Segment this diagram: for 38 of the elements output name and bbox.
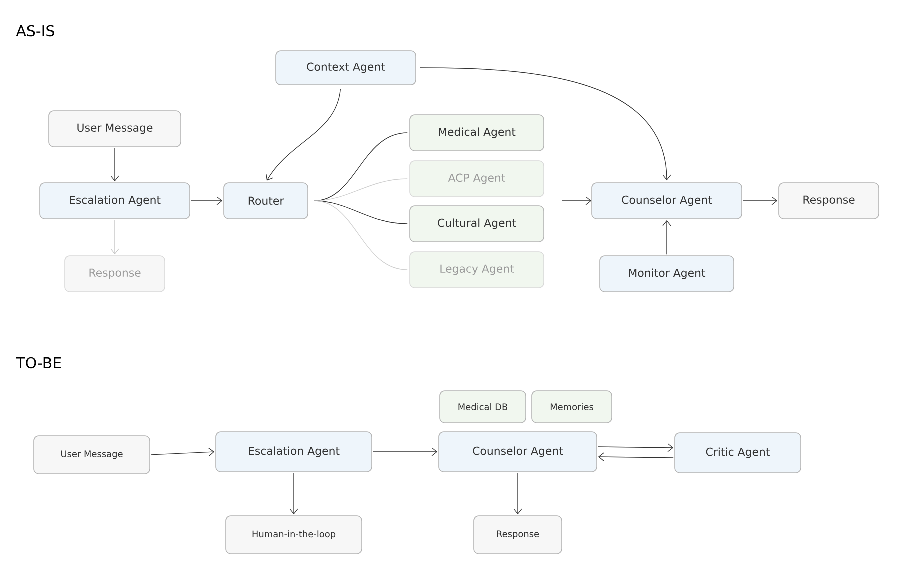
agent-box: Medical DB xyxy=(440,390,526,424)
arrow xyxy=(290,473,298,515)
agent-box: Router xyxy=(224,182,308,220)
agent-box: Medical Agent xyxy=(410,114,544,152)
arrow xyxy=(151,448,215,457)
arrow xyxy=(110,220,120,255)
arrow xyxy=(598,452,674,462)
agent-box: Counselor Agent xyxy=(592,182,742,220)
agent-box: Critic Agent xyxy=(674,432,802,474)
section-heading: TO-BE xyxy=(16,357,62,369)
agent-box: Response xyxy=(474,516,562,554)
arrow xyxy=(562,196,592,206)
agent-box: Human-in-the-loop xyxy=(226,516,362,554)
arrow xyxy=(266,89,341,181)
agent-box: Cultural Agent xyxy=(410,206,544,242)
arrow xyxy=(514,473,522,515)
arrow xyxy=(598,444,674,452)
agent-box: ACP Agent xyxy=(410,160,544,198)
arrow xyxy=(743,196,778,206)
connector-line xyxy=(314,200,408,270)
connector-line xyxy=(314,200,408,224)
agent-box: Context Agent xyxy=(276,50,416,86)
agent-box: Monitor Agent xyxy=(600,256,734,292)
arrow xyxy=(420,68,672,181)
agent-box: Escalation Agent xyxy=(40,182,190,220)
arrow xyxy=(662,220,672,255)
agent-box: Legacy Agent xyxy=(410,252,544,288)
agent-box: Response xyxy=(778,182,880,220)
agent-box: Counselor Agent xyxy=(438,432,598,472)
arrow xyxy=(373,448,438,456)
agent-box: Memories xyxy=(532,390,612,424)
arrow xyxy=(191,196,223,206)
agent-box: Escalation Agent xyxy=(216,432,372,472)
agent-box: User Message xyxy=(48,110,182,148)
arrow xyxy=(110,148,120,182)
section-heading: AS-IS xyxy=(16,25,54,37)
agent-box: Response xyxy=(64,256,166,292)
agent-box: User Message xyxy=(34,436,150,474)
